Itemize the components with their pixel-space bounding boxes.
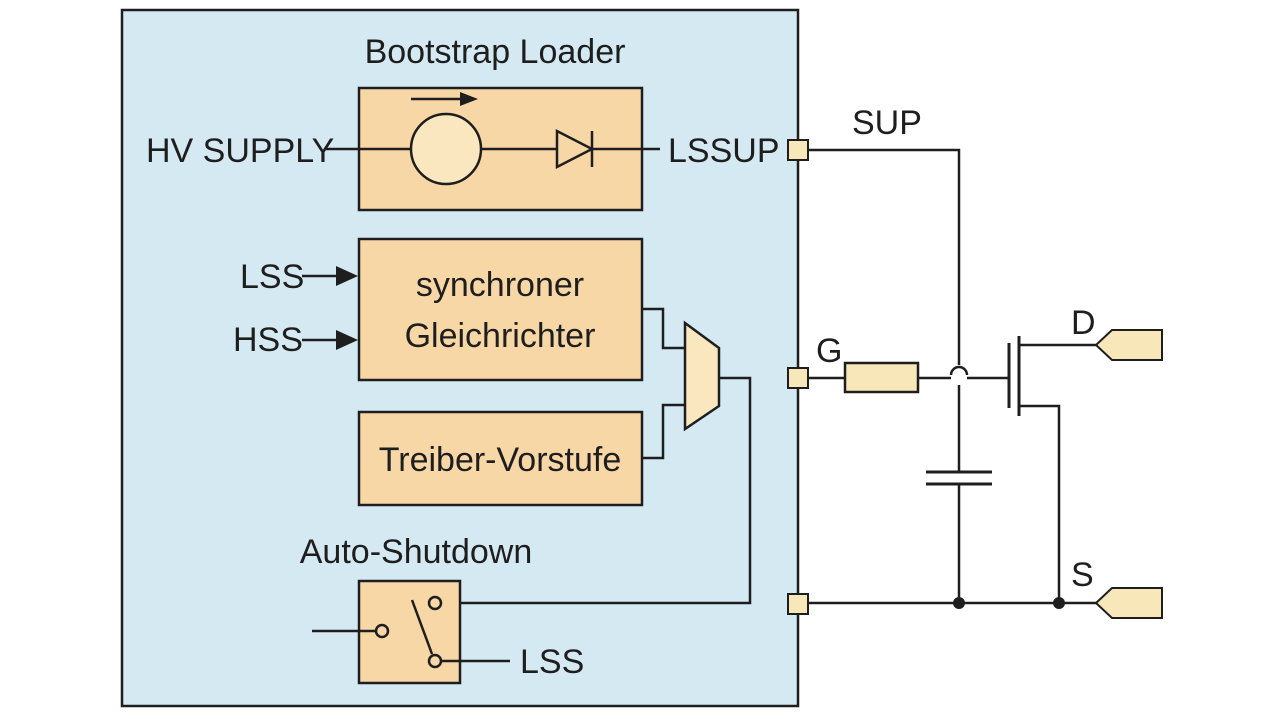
bootstrap-loader-title: Bootstrap Loader <box>365 33 626 71</box>
source-terminal <box>1094 587 1163 619</box>
source-wire <box>1019 404 1061 603</box>
driver-prestage-label: Treiber-Vorstufe <box>379 441 622 479</box>
hv-supply-label: HV SUPPLY <box>146 132 334 170</box>
gate-label: G <box>816 332 842 370</box>
sync-rectifier-line1: synchroner <box>416 266 584 304</box>
switch-lever-icon <box>410 599 434 655</box>
sup-wire <box>808 148 961 365</box>
switch-contact-left <box>374 623 390 639</box>
sync-rectifier-line2: Gleichrichter <box>405 317 596 355</box>
auto-shutdown-title: Auto-Shutdown <box>300 533 533 571</box>
hss-input-label: HSS <box>233 321 303 359</box>
pin-lssup <box>787 139 809 161</box>
mux-output-wire <box>446 376 752 605</box>
lss-input-label: LSS <box>240 258 304 296</box>
arrow-head-icon <box>460 92 478 106</box>
sup-label: SUP <box>852 104 922 142</box>
lssup-label: LSSUP <box>668 132 780 170</box>
junction-dot-source <box>1053 597 1065 609</box>
pin-source <box>787 593 809 615</box>
synchronous-rectifier-block <box>357 237 644 382</box>
rectifier-to-mux-wire <box>642 307 686 350</box>
multiplexer-icon <box>683 320 721 432</box>
drain-terminal <box>1094 329 1163 361</box>
lss-arrow-icon <box>336 266 358 286</box>
drain-label: D <box>1071 304 1096 342</box>
wire-crossover-hop <box>949 365 969 376</box>
lss-bottom-label: LSS <box>520 643 584 681</box>
diode-icon <box>555 128 595 170</box>
current-source-icon <box>409 112 483 186</box>
pin-gate <box>787 367 809 389</box>
gate-resistor-icon <box>843 361 920 394</box>
switch-contact-top <box>427 595 443 611</box>
junction-dot-cap <box>953 597 965 609</box>
driver-to-mux-wire <box>642 403 686 460</box>
switch-contact-bottom <box>427 653 443 669</box>
driver-prestage-block <box>357 410 644 507</box>
source-label: S <box>1071 556 1094 594</box>
hss-arrow-icon <box>336 330 358 350</box>
